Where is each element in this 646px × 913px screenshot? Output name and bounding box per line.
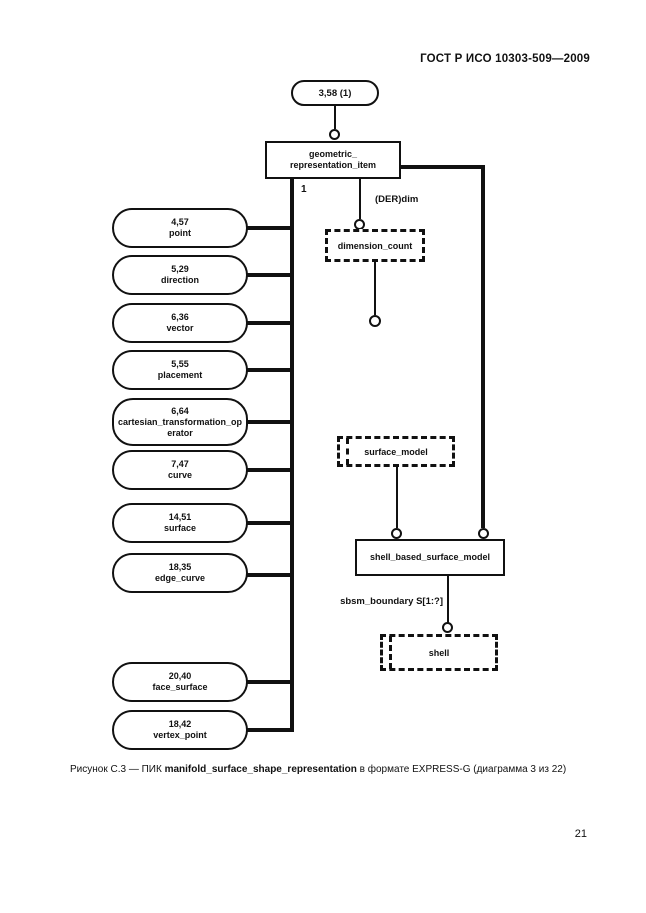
ref: 14,51: [168, 512, 192, 522]
name: direction: [160, 275, 199, 285]
page-ref-label: 3,58 (1): [318, 87, 352, 99]
connector-direction: [244, 273, 294, 277]
dimension-count-label: dimension_count: [337, 240, 413, 251]
node-surface: 14,51 surface: [112, 503, 248, 543]
node-page-ref: 3,58 (1): [291, 80, 379, 106]
node-point: 4,57 point: [112, 208, 248, 248]
edge-sbsm-boundary: [447, 576, 449, 623]
caption-suffix: в формате EXPRESS-G (диаграмма 3 из 22): [356, 764, 567, 775]
root-box-line2: representation_item: [289, 160, 377, 170]
node-edge-curve: 18,35 edge_curve: [112, 553, 248, 593]
supertype-branch-vertical: [481, 165, 485, 528]
ref: 6,64: [171, 405, 189, 416]
page-number: 21: [574, 828, 587, 840]
connector-edge-curve: [244, 573, 294, 577]
figure-caption: Рисунок С.3 — ПИК manifold_surface_shape…: [70, 764, 566, 775]
supertype-count-label: 1: [301, 184, 307, 195]
connector-circle: [478, 528, 489, 539]
select-type-bar: [346, 438, 349, 465]
name: placement: [157, 370, 203, 380]
node-direction: 5,29 direction: [112, 255, 248, 295]
caption-entity-name: manifold_surface_shape_representation: [164, 764, 357, 775]
node-curve: 7,47 curve: [112, 450, 248, 490]
ref: 5,55: [171, 359, 189, 369]
select-type-bar: [389, 636, 392, 669]
ref: 18,35: [168, 562, 192, 572]
connector-circle: [442, 622, 453, 633]
supertype-trunk-line: [290, 178, 294, 732]
node-dimension-count: dimension_count: [325, 229, 425, 262]
edge-surface-model-to-sbsm: [396, 467, 398, 528]
caption-prefix: Рисунок С.3 — ПИК: [70, 764, 165, 775]
name: vector: [166, 323, 194, 333]
node-face-surface: 20,40 face_surface: [112, 662, 248, 702]
name: curve: [167, 470, 193, 480]
node-geometric-representation-item: geometric_ representation_item: [265, 141, 401, 179]
node-vector: 6,36 vector: [112, 303, 248, 343]
connector-point: [244, 226, 294, 230]
node-surface-model: surface_model: [337, 436, 455, 467]
node-placement: 5,55 placement: [112, 350, 248, 390]
connector-cartesian: [244, 420, 294, 424]
shell-label: shell: [428, 647, 450, 658]
surface-model-label: surface_model: [364, 446, 428, 457]
node-shell-based-surface-model: shell_based_surface_model: [355, 539, 505, 576]
ref: 4,57: [171, 217, 189, 227]
edge-dimension-count-ref: [374, 262, 376, 315]
page-header: ГОСТ Р ИСО 10303-509—2009: [420, 53, 590, 65]
name: cartesian_transformation_operator: [117, 416, 243, 438]
name: face_surface: [152, 682, 208, 692]
node-shell: shell: [380, 634, 498, 671]
connector-circle: [369, 315, 381, 327]
ref: 6,36: [171, 312, 189, 322]
connector-vertex-point: [244, 728, 294, 732]
edge-der-dim: [359, 179, 361, 219]
connector-circle: [391, 528, 402, 539]
name: surface: [163, 523, 197, 533]
connector-circle: [329, 129, 340, 140]
node-cartesian-transformation-operator: 6,64 cartesian_transformation_operator: [112, 398, 248, 446]
connector-vector: [244, 321, 294, 325]
ref: 5,29: [171, 264, 189, 274]
connector-placement: [244, 368, 294, 372]
edge-pageref-to-root: [334, 106, 336, 129]
sbsm-label: shell_based_surface_model: [369, 552, 491, 562]
supertype-branch-horizontal: [399, 165, 485, 169]
ref: 20,40: [168, 671, 192, 681]
root-box-line1: geometric_: [308, 149, 358, 159]
name: vertex_point: [153, 730, 207, 740]
ref: 18,42: [168, 719, 192, 729]
connector-curve: [244, 468, 294, 472]
ref: 7,47: [171, 459, 189, 469]
connector-face-surface: [244, 680, 294, 684]
node-vertex-point: 18,42 vertex_point: [112, 710, 248, 750]
name: point: [169, 228, 191, 238]
der-dim-label: (DER)dim: [375, 194, 419, 205]
sbsm-boundary-label: sbsm_boundary S[1:?]: [340, 596, 443, 607]
connector-surface: [244, 521, 294, 525]
name: edge_curve: [154, 573, 206, 583]
